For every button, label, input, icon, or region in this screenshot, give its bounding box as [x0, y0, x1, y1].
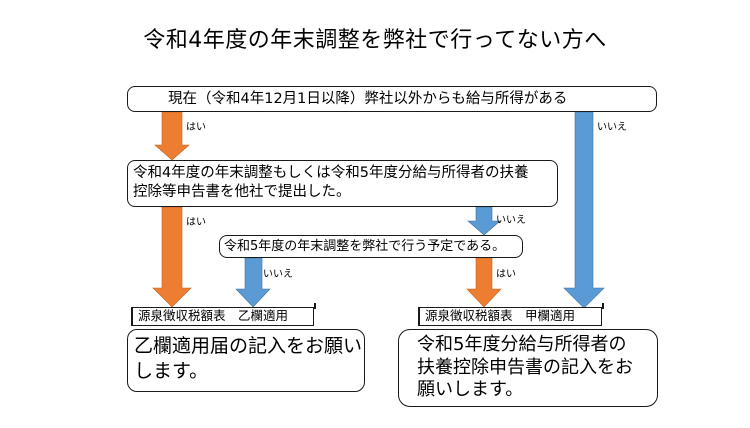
arrow-shape [235, 257, 271, 308]
edge-label-yes: はい [186, 122, 206, 133]
result-label-otsu: 源泉徴収税額表 乙欄適用 [131, 303, 316, 326]
result-label-text: 源泉徴収税額表 甲欄適用 [425, 308, 576, 323]
arrow-q2-otsu-yes [152, 206, 192, 308]
edge-label-no: いいえ [263, 269, 293, 280]
arrow-q1-kou-no [563, 111, 605, 309]
edge-label-yes: はい [496, 269, 516, 280]
question-text: 令和5年度の年末調整を弊社で行う予定である。 [224, 239, 506, 254]
result-node-otsu: 乙欄適用届の記入をお願い します。 [127, 329, 365, 392]
question-node-q1: 現在（令和4年12月1日以降）弊社以外からも給与所得がある [127, 86, 657, 112]
result-text-line: 願いします。 [417, 379, 524, 400]
arrow-shape [563, 111, 605, 309]
question-node-q3: 令和5年度の年末調整を弊社で行う予定である。 [219, 235, 523, 258]
edge-label-no: いいえ [597, 122, 627, 133]
arrow-q3-kou-yes [466, 257, 502, 308]
arrow-q3-otsu-no [235, 257, 271, 308]
edge-label-no: いいえ [496, 215, 526, 226]
arrow-shape [466, 257, 502, 308]
question-node-q2: 令和4年度の年末調整もしくは令和5年度分給与所得者の扶養 控除等申告書を他社で提… [127, 160, 558, 207]
arrow-shape [154, 111, 190, 161]
edge-label-yes: はい [186, 217, 206, 228]
result-text-line: 扶養控除申告書の記入をお [417, 356, 633, 378]
diagram-title: 令和4年度の年末調整を弊社で行ってない方へ [143, 28, 607, 53]
question-text-line: 令和4年度の年末調整もしくは令和5年度分給与所得者の扶養 [133, 165, 529, 181]
result-label-kou: 源泉徴収税額表 甲欄適用 [418, 303, 604, 326]
result-text-line: 乙欄適用届の記入をお願い [134, 335, 363, 357]
question-text: 現在（令和4年12月1日以降）弊社以外からも給与所得がある [168, 91, 568, 107]
result-text-line: します。 [134, 360, 209, 382]
arrow-shape [152, 206, 192, 308]
arrow-q2-q3-no [467, 206, 501, 236]
arrow-q1-q2-yes [154, 111, 190, 161]
result-node-kou: 令和5年度分給与所得者の 扶養控除申告書の記入をお 願いします。 [398, 329, 658, 407]
result-label-text: 源泉徴収税額表 乙欄適用 [138, 308, 289, 323]
arrow-shape [467, 206, 501, 236]
question-text-line: 控除等申告書を他社で提出した。 [133, 184, 351, 200]
result-text-line: 令和5年度分給与所得者の [417, 334, 627, 355]
